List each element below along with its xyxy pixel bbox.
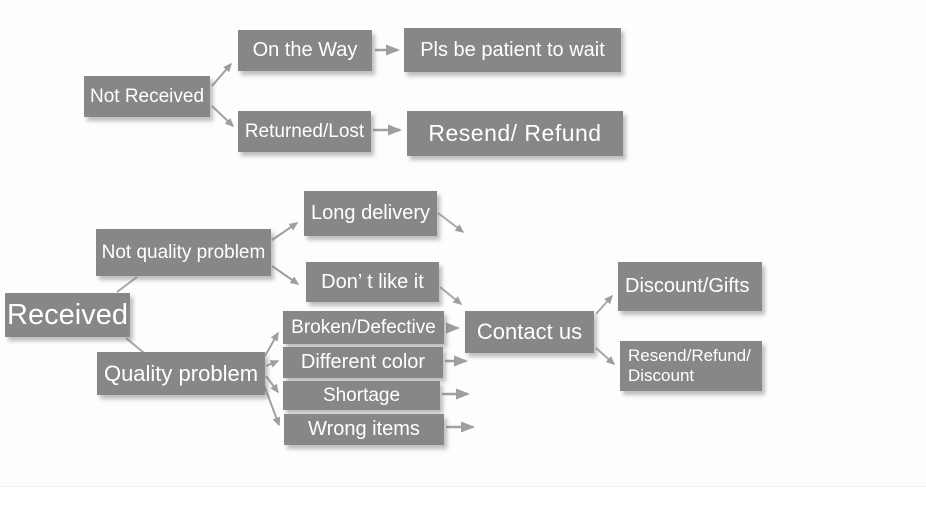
node-not-quality-problem: Not quality problem [96, 229, 271, 276]
node-discount-gifts: Discount/Gifts [618, 262, 762, 311]
node-resend-refund: Resend/ Refund [407, 111, 623, 156]
node-different-color: Different color [283, 347, 443, 378]
node-resend-refund-discount: Resend/Refund/ Discount [620, 341, 762, 391]
node-received: Received [5, 293, 130, 337]
node-pls-be-patient: Pls be patient to wait [404, 28, 621, 72]
image-bottom-edge [0, 486, 926, 487]
node-resend-refund-discount-line2: Discount [628, 366, 695, 385]
node-dont-like-it: Don’ t like it [306, 262, 439, 302]
node-quality-problem: Quality problem [97, 352, 265, 395]
white-margin [0, 487, 926, 523]
node-wrong-items: Wrong items [284, 414, 444, 445]
node-on-the-way: On the Way [238, 30, 372, 71]
node-broken-defective: Broken/Defective [283, 311, 444, 344]
node-returned-lost: Returned/Lost [238, 111, 371, 152]
node-resend-refund-discount-line1: Resend/Refund/ [628, 345, 751, 365]
node-contact-us: Contact us [465, 311, 594, 353]
node-shortage: Shortage [283, 381, 440, 410]
node-not-received: Not Received [84, 76, 210, 117]
node-long-delivery: Long delivery [304, 191, 437, 236]
